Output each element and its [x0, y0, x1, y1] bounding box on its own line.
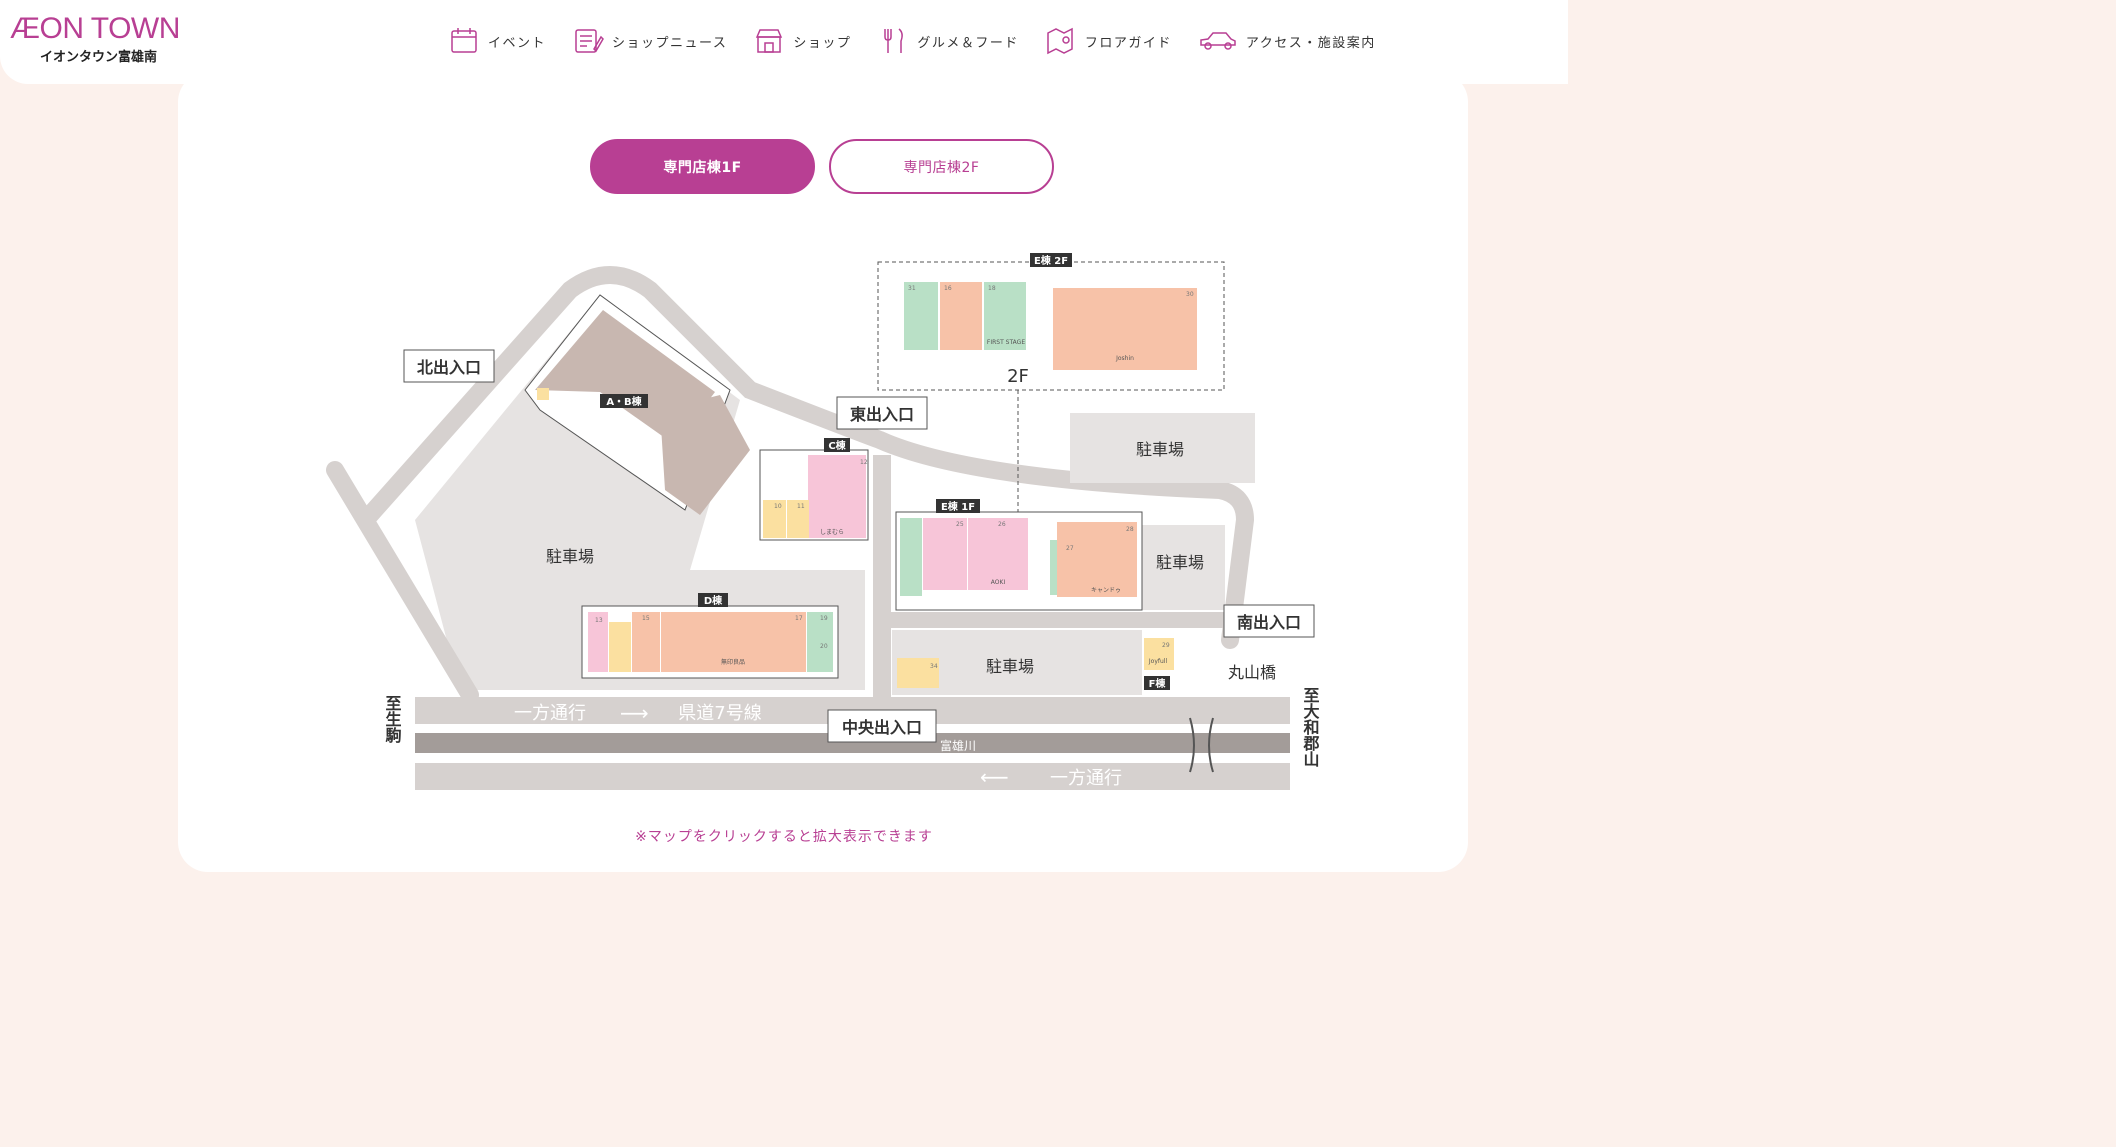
news-icon [575, 29, 604, 53]
label-river: 富雄川 [940, 738, 976, 753]
nav-label: フロアガイド [1084, 35, 1172, 51]
label-oneway-bottom: 一方通行 [1050, 768, 1122, 789]
building-f [1144, 638, 1174, 670]
label-entrance-east: 東出入口 [850, 405, 914, 424]
label-to-koriyama: 至大和郡山 [1301, 687, 1321, 767]
floor-map[interactable]: A・B棟 C棟 12 しまむら 10 11 D棟 13 15 17 無印良品 1… [320, 250, 1320, 800]
label-building-e1: E棟 1F [941, 500, 975, 513]
label-building-e2: E棟 2F [1034, 254, 1068, 267]
shop-name: FIRST STAGE [987, 339, 1025, 346]
tab-floor-1f[interactable]: 専門店棟1F [590, 139, 815, 194]
entrance-south[interactable]: 南出入口 [1223, 604, 1315, 638]
river-tomio [415, 733, 1290, 753]
nav-item-shop-news[interactable]: ショップニュース [572, 25, 727, 57]
road-loop [326, 266, 1255, 704]
car-icon [1200, 32, 1236, 50]
label-building-c: C棟 [828, 439, 846, 452]
shop-number: 13 [595, 617, 603, 624]
logo-sub: イオンタウン富雄南 [40, 50, 158, 65]
label-bridge: 丸山橋 [1228, 663, 1276, 682]
tab-floor-2f[interactable]: 専門店棟2F [829, 139, 1054, 194]
label-entrance-south: 南出入口 [1237, 613, 1301, 632]
nav-item-gourmet[interactable]: グルメ＆フード [877, 25, 1019, 57]
shop-number: 11 [797, 503, 805, 510]
nav-label: ショップニュース [612, 35, 728, 51]
site-logo[interactable]: ÆON TOWN イオンタウン富雄南 [10, 14, 200, 66]
map-click-note: ※マップをクリックすると拡大表示できます [635, 829, 933, 845]
label-building-f: F棟 [1149, 677, 1167, 690]
shop-number: 15 [642, 615, 650, 622]
shop-number: 28 [1126, 526, 1134, 533]
label-entrance-center: 中央出入口 [842, 718, 922, 737]
nav-item-access[interactable]: アクセス・施設案内 [1198, 25, 1376, 57]
shop-number: 18 [988, 285, 996, 292]
shop-number: 30 [1186, 291, 1194, 298]
nav-label: グルメ＆フード [917, 35, 1019, 51]
shop-name: Joyfull [1148, 658, 1168, 665]
shop-number: 20 [820, 643, 828, 650]
label-route-7: 県道7号線 [678, 703, 761, 724]
fork-knife-icon [884, 28, 904, 53]
shop-number: 29 [1162, 642, 1170, 649]
nav-item-floor-guide[interactable]: フロアガイド [1045, 25, 1172, 57]
shop-number: 19 [820, 615, 828, 622]
shop-name: AOKI [991, 579, 1006, 586]
map-pin-icon [1047, 27, 1073, 55]
road-lower [415, 763, 1290, 790]
entrance-center[interactable]: 中央出入口 [827, 709, 937, 743]
label-floor-2f: 2F [1007, 366, 1029, 387]
shop-name: Joshin [1115, 355, 1134, 362]
main-nav: イベント ショップニュース ショップ グルメ＆フード [448, 24, 1402, 58]
label-building-d: D棟 [704, 594, 723, 607]
nav-item-shop[interactable]: ショップ [753, 25, 851, 57]
label-parking-ne: 駐車場 [1136, 440, 1184, 459]
logo-main: ÆON TOWN [10, 12, 180, 45]
label-entrance-north: 北出入口 [417, 358, 481, 377]
label-parking-e: 駐車場 [1156, 553, 1204, 572]
entrance-east[interactable]: 東出入口 [836, 396, 928, 430]
nav-item-event[interactable]: イベント [448, 25, 546, 57]
shop-number: 10 [774, 503, 782, 510]
shop-number: 34 [930, 663, 938, 670]
shop-name: キャンドゥ [1091, 587, 1121, 594]
parking-area-ne [1070, 413, 1255, 483]
shop-name: しまむら [820, 529, 844, 536]
shop-number: 27 [1066, 545, 1074, 552]
shop-name: 無印良品 [721, 658, 745, 666]
label-building-ab: A・B棟 [606, 395, 642, 408]
shop-number: 16 [944, 285, 952, 292]
label-to-ikoma: 至生駒 [383, 695, 402, 744]
nav-label: ショップ [793, 35, 852, 51]
shop-number: 26 [998, 521, 1006, 528]
entrance-north[interactable]: 北出入口 [403, 349, 495, 383]
shop-number: 25 [956, 521, 964, 528]
label-parking-west: 駐車場 [546, 547, 594, 566]
nav-label: アクセス・施設案内 [1245, 35, 1376, 51]
shop-number: 17 [795, 615, 803, 622]
arrow-right-icon: ⟶ [620, 701, 649, 725]
arrow-left-icon: ⟵ [980, 765, 1009, 789]
shop-number: 12 [860, 459, 868, 466]
store-icon [756, 29, 783, 53]
label-parking-s: 駐車場 [986, 657, 1034, 676]
parking-area-e [1140, 525, 1225, 610]
nav-label: イベント [488, 35, 547, 51]
calendar-icon [451, 28, 477, 53]
site-header: ÆON TOWN イオンタウン富雄南 イベント ショップニュース ショップ [0, 0, 1568, 84]
label-oneway-top: 一方通行 [514, 703, 586, 724]
shop-number: 31 [908, 285, 916, 292]
